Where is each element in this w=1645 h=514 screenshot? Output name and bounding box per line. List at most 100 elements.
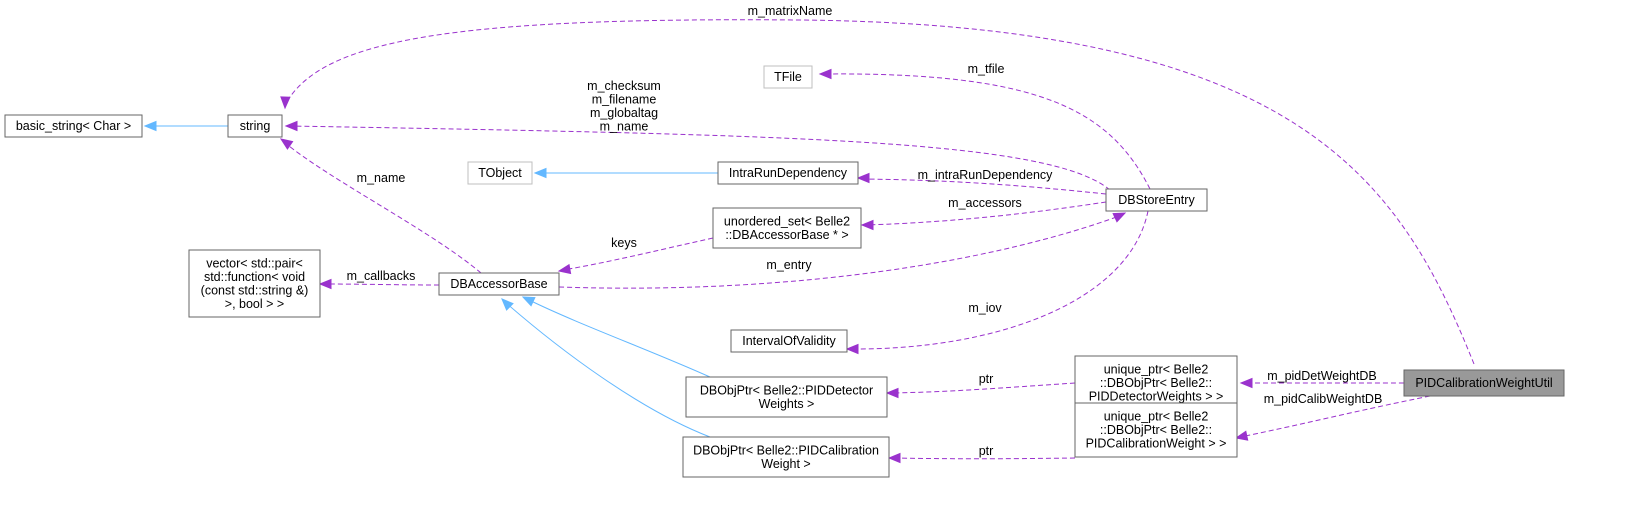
class-node-box	[227, 114, 283, 138]
class-node-label: DBObjPtr< Belle2::PIDDetector	[700, 383, 873, 397]
edges-layer	[143, 19, 1475, 464]
inheritance-edge-inh_string	[143, 120, 228, 132]
edge-label-piddet: m_pidDetWeightDB	[1267, 369, 1377, 383]
class-node-label: PIDCalibrationWeight > >	[1086, 437, 1227, 451]
usage-arrowhead-icon	[1234, 430, 1249, 441]
usage-edge-accessors	[860, 201, 1107, 231]
edge-label-intra: m_intraRunDependency	[918, 168, 1054, 182]
usage-arrowhead-icon	[856, 172, 870, 184]
usage-edge-pidcalib	[1234, 395, 1431, 441]
edge-label-checksum: m_name	[600, 120, 649, 134]
inheritance-edge-inh_objdet	[521, 296, 711, 378]
class-node-box	[712, 207, 862, 249]
class-node-label: vector< std::pair<	[206, 256, 303, 270]
class-node-label: ::DBObjPtr< Belle2::	[1100, 423, 1212, 437]
class-node-label: DBObjPtr< Belle2::PIDCalibration	[693, 443, 879, 457]
edge-line	[289, 125, 1111, 191]
class-node-tfile[interactable]: TFile	[763, 65, 813, 89]
class-node-label: ::DBAccessorBase * >	[725, 228, 848, 242]
class-node-label: DBAccessorBase	[450, 277, 547, 291]
usage-arrowhead-icon	[280, 96, 291, 110]
edge-label-entry: m_entry	[766, 258, 812, 272]
class-node-label: string	[240, 119, 271, 133]
class-node-tobject[interactable]: TObject	[467, 161, 533, 185]
class-node-label: PIDDetectorWeights > >	[1089, 390, 1224, 404]
usage-edge-keys	[557, 237, 714, 275]
class-node-label: Weights >	[759, 397, 815, 411]
usage-arrowhead-icon	[557, 263, 572, 275]
class-node-vector[interactable]: vector< std::pair<std::function< void(co…	[188, 249, 321, 318]
edge-line	[558, 214, 1123, 289]
usage-edge-piddet	[1239, 377, 1404, 389]
class-node-string[interactable]: string	[227, 114, 283, 138]
class-node-objdet[interactable]: DBObjPtr< Belle2::PIDDetectorWeights >	[685, 376, 888, 418]
usage-edge-intra	[856, 172, 1107, 195]
edge-line	[865, 201, 1107, 226]
class-node-box	[188, 249, 321, 318]
class-node-label: TFile	[774, 70, 802, 84]
class-node-label: unique_ptr< Belle2	[1104, 363, 1209, 377]
class-node-box	[1074, 402, 1238, 458]
class-node-label: >, bool > >	[225, 297, 284, 311]
class-node-dbaccessor[interactable]: DBAccessorBase	[438, 272, 560, 296]
inheritance-arrowhead-icon	[501, 298, 514, 311]
class-node-uniqcalib[interactable]: unique_ptr< Belle2::DBObjPtr< Belle2::PI…	[1074, 402, 1238, 458]
edge-line	[323, 283, 440, 286]
class-node-intra[interactable]: IntraRunDependency	[717, 161, 859, 185]
usage-edge-name	[279, 138, 482, 274]
edge-line	[861, 178, 1107, 195]
class-node-label: DBStoreEntry	[1118, 193, 1195, 207]
class-node-uniqdet[interactable]: unique_ptr< Belle2::DBObjPtr< Belle2::PI…	[1074, 355, 1238, 411]
class-node-pidcal[interactable]: PIDCalibrationWeightUtil	[1403, 369, 1565, 397]
usage-edge-callbacks	[318, 278, 440, 290]
class-node-label: std::function< void	[204, 270, 305, 284]
inheritance-arrowhead-icon	[143, 120, 157, 132]
edge-line	[1239, 395, 1431, 438]
usage-edge-tfile	[818, 68, 1151, 190]
class-node-box	[1105, 188, 1208, 212]
usage-arrowhead-icon	[885, 387, 899, 399]
class-node-label: unique_ptr< Belle2	[1104, 410, 1209, 424]
inheritance-arrowhead-icon	[533, 167, 547, 179]
class-node-label: unordered_set< Belle2	[724, 214, 850, 228]
class-node-box	[467, 161, 533, 185]
edge-label-checksum: m_checksum	[587, 79, 661, 93]
edge-line	[892, 457, 1076, 460]
class-node-box	[438, 272, 560, 296]
edge-label-ptrdet: ptr	[979, 372, 994, 386]
class-node-iov[interactable]: IntervalOfValidity	[730, 329, 848, 353]
usage-edge-matrixname	[280, 19, 1475, 365]
class-node-box	[4, 114, 143, 138]
class-node-box	[763, 65, 813, 89]
edge-line	[823, 73, 1151, 190]
edge-label-iov: m_iov	[968, 301, 1002, 315]
class-node-box	[730, 329, 848, 353]
inheritance-edge-inh_objcalib	[501, 298, 711, 438]
edge-line	[850, 210, 1149, 350]
edge-line	[562, 237, 714, 271]
class-node-unordered[interactable]: unordered_set< Belle2::DBAccessorBase * …	[712, 207, 862, 249]
class-node-box	[717, 161, 859, 185]
inheritance-arrowhead-icon	[521, 296, 536, 307]
edge-line	[504, 301, 711, 438]
class-node-basic_string[interactable]: basic_string< Char >	[4, 114, 143, 138]
edge-label-ptrcalib: ptr	[979, 444, 994, 458]
edge-line	[890, 382, 1076, 394]
edge-label-pidcalib: m_pidCalibWeightDB	[1264, 392, 1383, 406]
class-node-dbstore[interactable]: DBStoreEntry	[1105, 188, 1208, 212]
inheritance-edge-inh_intra	[533, 167, 718, 179]
usage-arrowhead-icon	[818, 68, 832, 80]
edge-label-keys: keys	[611, 236, 637, 250]
usage-arrowhead-icon	[284, 120, 298, 132]
class-node-label: ::DBObjPtr< Belle2::	[1100, 376, 1212, 390]
class-node-label: PIDCalibrationWeightUtil	[1415, 376, 1552, 390]
class-node-label: basic_string< Char >	[16, 119, 131, 133]
usage-edge-checksum	[284, 120, 1111, 191]
class-node-box	[1403, 369, 1565, 397]
edge-label-callbacks: m_callbacks	[347, 269, 416, 283]
class-node-label: (const std::string &)	[201, 283, 309, 297]
class-node-objcalib[interactable]: DBObjPtr< Belle2::PIDCalibrationWeight >	[682, 436, 890, 478]
usage-arrowhead-icon	[1239, 377, 1253, 389]
